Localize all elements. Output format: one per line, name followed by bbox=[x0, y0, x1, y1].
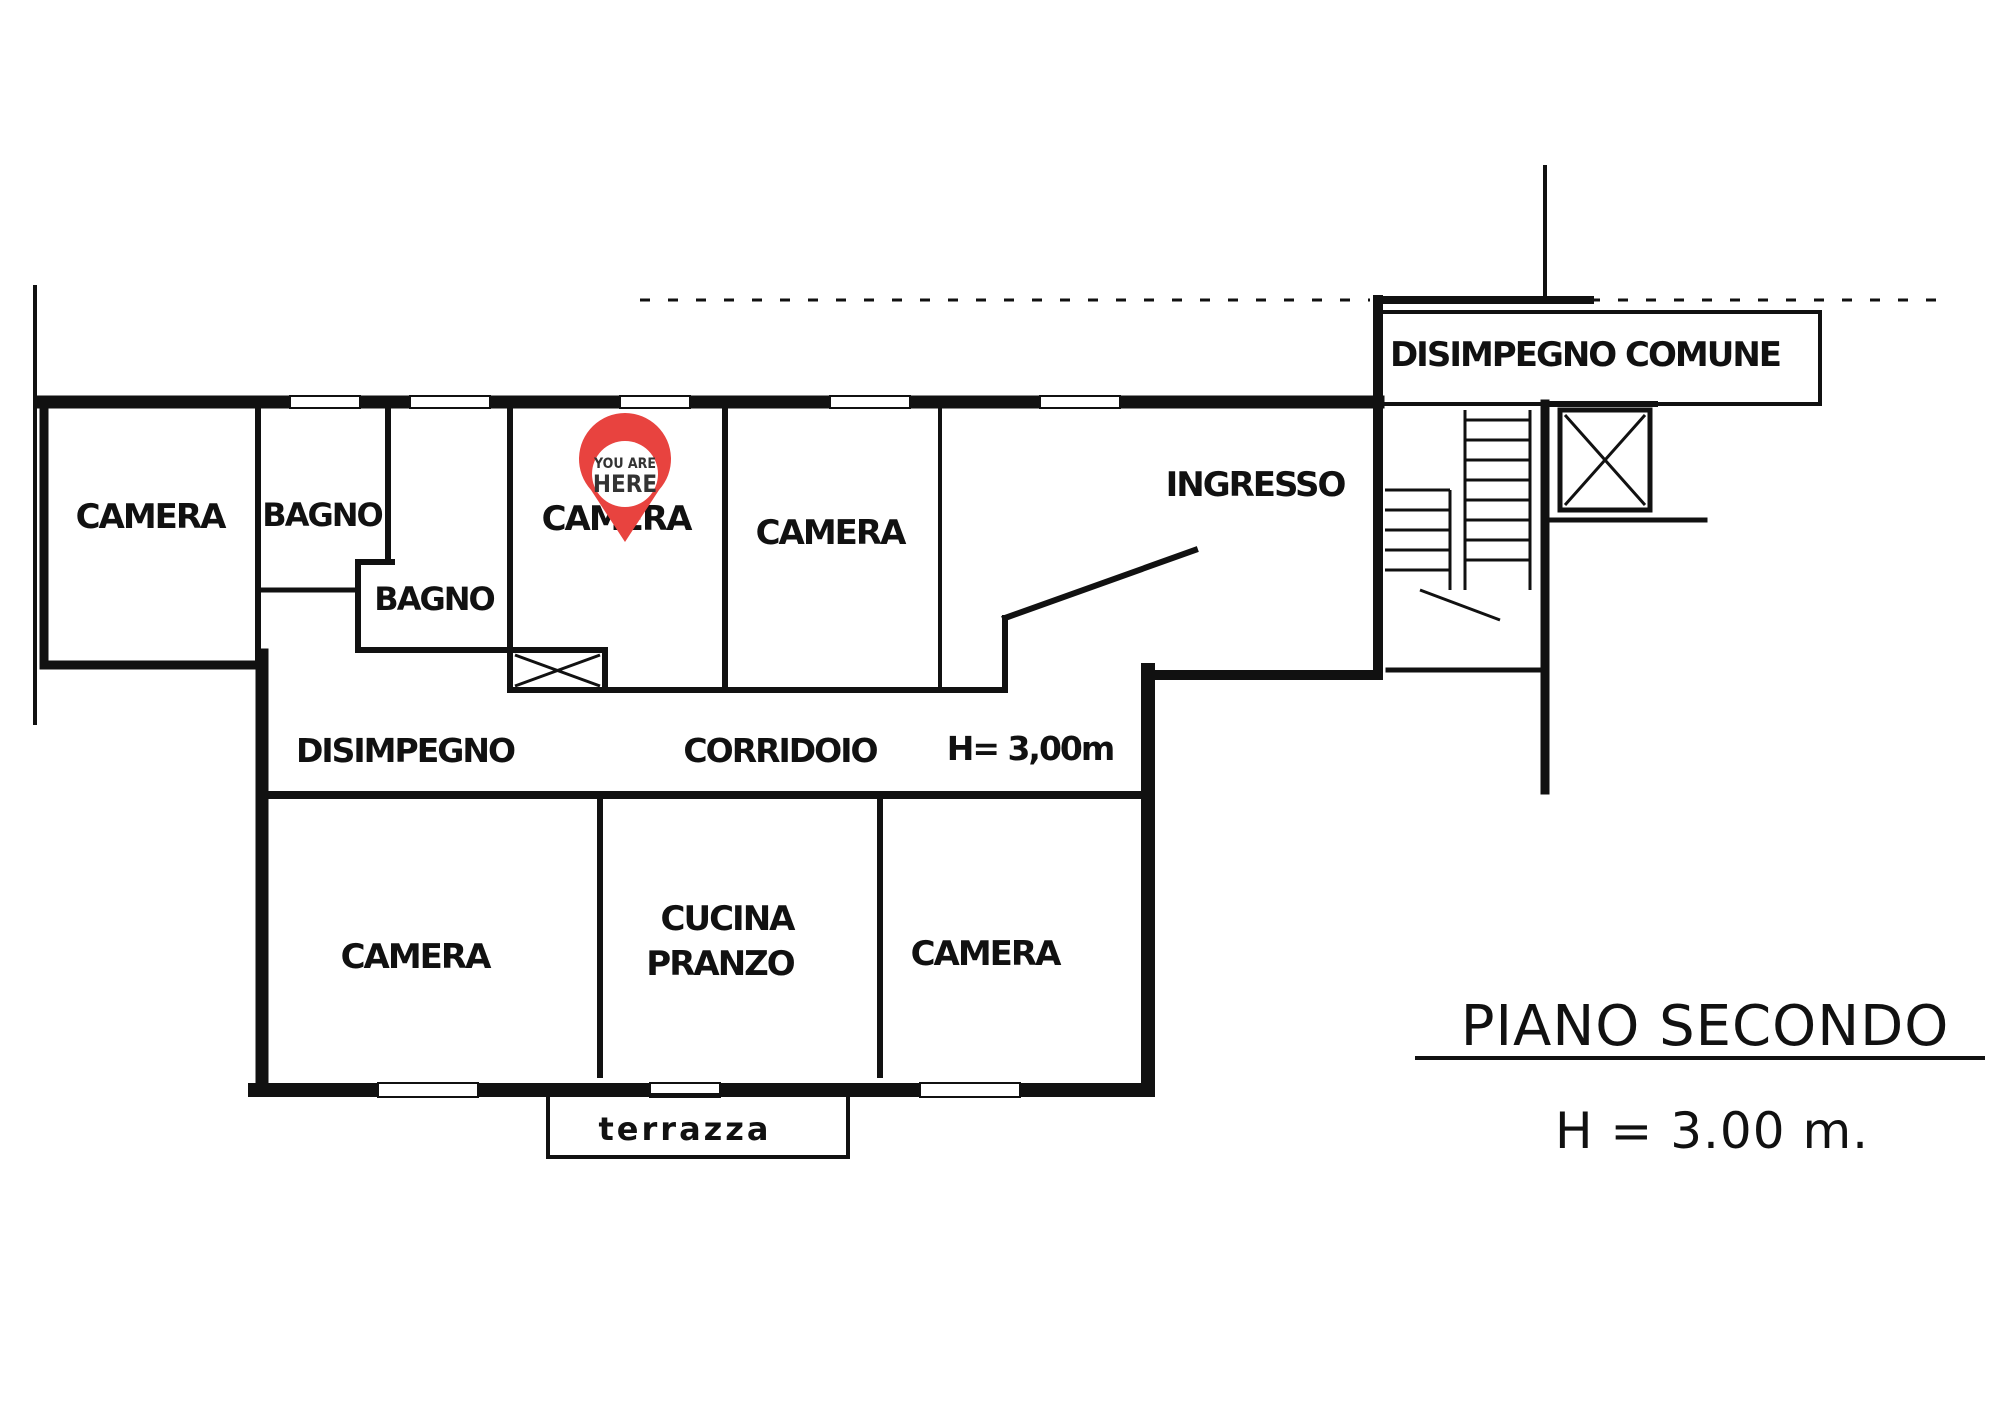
room-label-disimpegno-comune: DISIMPEGNO COMUNE bbox=[1390, 335, 1780, 375]
floor-title: PIANO SECONDO bbox=[1461, 994, 1950, 1059]
apartment-walls bbox=[33, 395, 1385, 1098]
room-label-pranzo: PRANZO bbox=[646, 944, 795, 984]
room-label-bagno: BAGNO bbox=[374, 580, 494, 618]
room-label-camera: CAMERA bbox=[756, 513, 908, 553]
room-label-bagno: BAGNO bbox=[262, 496, 382, 534]
terrazza-box bbox=[546, 1093, 850, 1159]
room-labels: CAMERA BAGNO BAGNO CAMERA CAMERA INGRESS… bbox=[76, 335, 1782, 1148]
stairwell bbox=[1373, 295, 1822, 795]
room-label-terrazza: terrazza bbox=[599, 1110, 772, 1148]
room-label-camera: CAMERA bbox=[911, 934, 1063, 974]
room-label-ingresso: INGRESSO bbox=[1166, 465, 1346, 505]
site-boundary bbox=[33, 165, 1950, 725]
room-label-camera: CAMERA bbox=[341, 937, 493, 977]
room-label-camera: CAMERA bbox=[76, 497, 228, 537]
marker-line-2: HERE bbox=[593, 470, 657, 498]
marker-line-1: YOU ARE bbox=[593, 456, 656, 472]
room-label-corridoio: CORRIDOIO bbox=[683, 731, 877, 770]
corridor-height-label: H= 3,00m bbox=[947, 729, 1114, 768]
room-label-cucina: CUCINA bbox=[661, 899, 797, 939]
you-are-here-marker[interactable]: YOU ARE HERE bbox=[579, 413, 671, 542]
floor-height: H = 3.00 m. bbox=[1555, 1102, 1869, 1160]
room-label-disimpegno: DISIMPEGNO bbox=[296, 731, 515, 770]
